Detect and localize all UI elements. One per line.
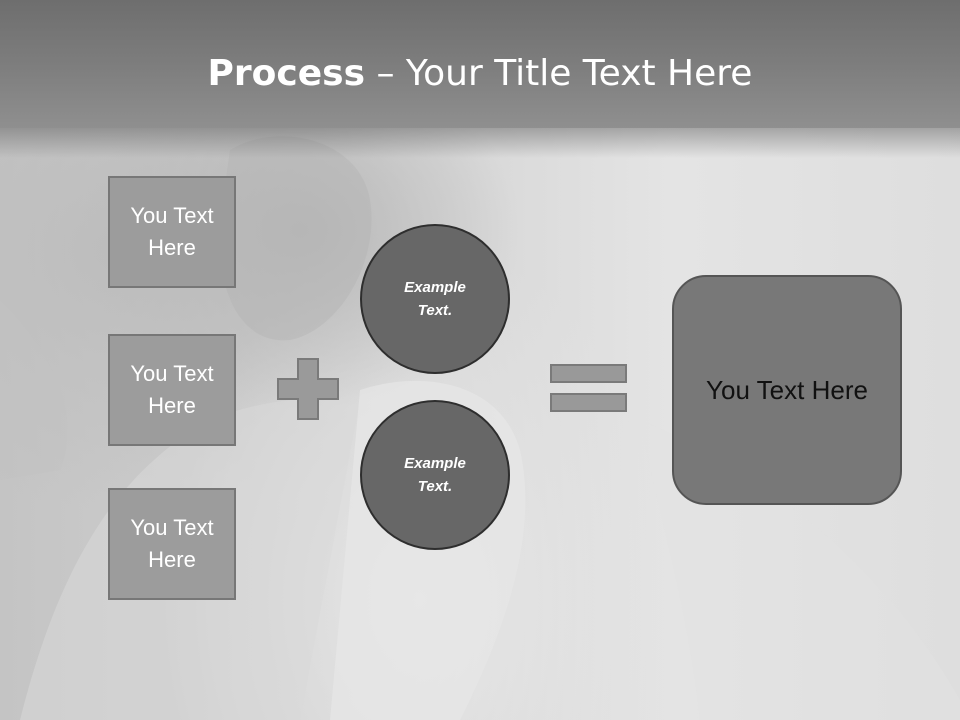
example-circle-1-line1: Example: [404, 279, 466, 296]
input-box-2-line1: You Text: [130, 361, 214, 386]
result-label: You Text Here: [706, 374, 868, 405]
equals-bar-top: [550, 364, 627, 383]
equals-bar-bottom: [550, 393, 627, 412]
title-bold: Process: [207, 53, 366, 94]
input-box-2-line2: Here: [148, 393, 196, 418]
title-bar: [0, 0, 960, 128]
example-circle-2-line2: Text.: [417, 478, 453, 495]
input-box-3-line2: Here: [148, 547, 196, 572]
title-bar-shadow: [0, 128, 960, 158]
title-rest: – Your Title Text Here: [365, 53, 753, 94]
input-box-3-line1: You Text: [130, 515, 214, 540]
example-circle-1-line2: Text.: [417, 302, 453, 319]
input-box-1-line1: You Text: [130, 203, 214, 228]
input-box-1-line2: Here: [148, 235, 196, 260]
slide-title: Process – Your Title Text Here: [0, 52, 960, 96]
example-circle-2-line1: Example: [404, 455, 466, 472]
result-box[interactable]: You Text Here: [672, 275, 902, 505]
plus-icon: [277, 358, 339, 420]
